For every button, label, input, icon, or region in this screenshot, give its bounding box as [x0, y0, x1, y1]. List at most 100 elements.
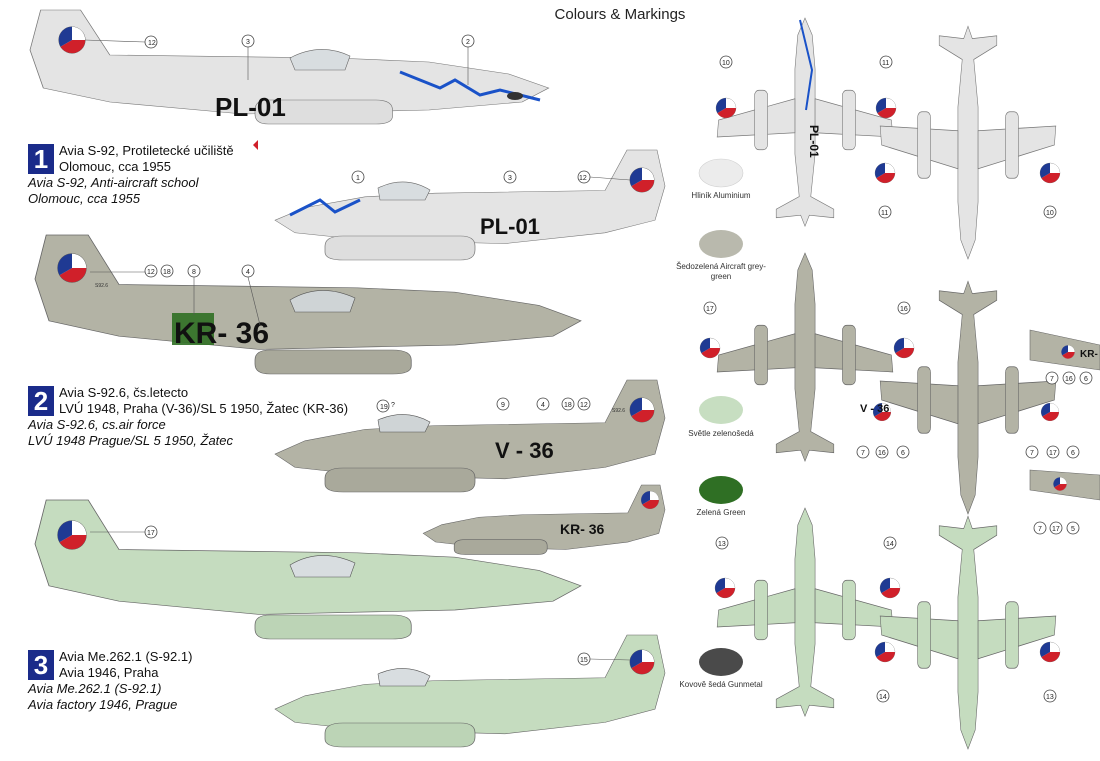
callout-number: 16: [878, 450, 886, 457]
scheme-line-italic: LVÚ 1948 Prague/SL 5 1950, Žatec: [28, 433, 234, 448]
scheme-number: 3: [28, 650, 54, 680]
serial-small-2: S92.6: [612, 408, 625, 414]
swatch-label-aluminium: Hliník Aluminium: [676, 191, 766, 201]
scheme-line: Avia 1946, Praha: [59, 665, 159, 680]
callout-number: 4: [541, 402, 545, 409]
swatch-green: [699, 476, 743, 504]
scheme-line-italic: Avia Me.262.1 (S-92.1): [28, 681, 162, 696]
swatch-label-line: Gunmetal: [727, 680, 763, 689]
scheme2-top-view: V - 36 17 16: [699, 252, 1060, 515]
callout-number: 17: [147, 530, 155, 537]
swatch-label-line: Aircraft grey-green: [710, 262, 766, 281]
callout-number: 16: [900, 306, 908, 313]
scheme3-top-view: 13 14 14 13: [714, 507, 1061, 750]
scheme1-side-large: PL-01: [29, 9, 550, 150]
callout-number: 6: [1084, 376, 1088, 383]
callout-number: 1: [356, 175, 360, 182]
serial-small: S92.6: [95, 283, 108, 289]
scheme-line-italic: Avia S-92, Anti-aircraft school: [28, 175, 199, 190]
scheme1-callouts-b: 1 3 12: [351, 170, 631, 184]
callout-number: 18: [564, 402, 572, 409]
scheme3-side-small: [274, 634, 666, 748]
callout-number: 12: [579, 175, 587, 182]
scheme-line-italic: Olomouc, cca 1955: [28, 191, 141, 206]
callout-number: 13: [1046, 694, 1054, 701]
callout-number: 17: [706, 306, 714, 313]
callout-number: 14: [879, 694, 887, 701]
swatch-label-line: Green: [723, 508, 746, 517]
callout-number: 2: [466, 39, 470, 46]
swatch-label-green: Zelená Green: [676, 508, 766, 518]
scheme2-callouts-b: 19 ? 9 4 18 12: [376, 397, 591, 413]
swatch-label-gunmetal: Kovově šedá Gunmetal: [676, 680, 766, 690]
callout-number: 10: [722, 60, 730, 67]
callout-number: 5: [1071, 526, 1075, 533]
callout-number: 16: [1065, 376, 1073, 383]
callout-number: 11: [882, 60, 889, 67]
callout-number: 19: [380, 404, 388, 411]
callout-number: 7: [861, 450, 865, 457]
registration-v36: V - 36: [495, 438, 554, 463]
callout-question: ?: [391, 402, 395, 409]
scheme-line: Olomouc, cca 1955: [59, 159, 172, 174]
callout-number: 10: [1046, 210, 1054, 217]
swatch-aluminium: [698, 158, 744, 188]
callout-number: 12: [580, 402, 588, 409]
scheme-line: Avia S-92.6, čs.letecto: [59, 385, 189, 400]
scheme-caption-1: 1 Avia S-92, Protiletecké učiliště Olomo…: [28, 143, 234, 207]
callout-number: 6: [901, 450, 905, 457]
callout-number: 14: [886, 541, 894, 548]
swatch-label-grey-green: Šedozelená Aircraft grey-green: [676, 262, 766, 282]
swatch-label-line: Hliník: [691, 191, 712, 200]
scheme-caption-2: 2 Avia S-92.6, čs.letecto LVÚ 1948, Prah…: [28, 385, 349, 449]
scheme-line: LVÚ 1948, Praha (V-36)/SL 5 1950, Žatec …: [59, 401, 349, 416]
scheme-number: 1: [28, 144, 54, 174]
registration-kr36-small: KR- 36: [560, 521, 605, 537]
callout-number: 13: [718, 541, 726, 548]
swatch-light-green: [699, 396, 743, 424]
callout-number: 15: [580, 657, 588, 664]
swatch-label-line: Zelená: [696, 508, 721, 517]
swatch-label-line: Šedozelená: [676, 262, 719, 271]
callout-number: 3: [508, 175, 512, 182]
callout-number: 4: [246, 269, 250, 276]
scheme2-callouts-a: 12 18 8 4: [90, 264, 261, 326]
registration-pl01-side-small: PL-01: [480, 214, 540, 239]
registration-pl01-top: PL-01: [807, 125, 821, 158]
callout-number: 7: [1050, 376, 1054, 383]
callout-number: 17: [1049, 450, 1057, 457]
callout-number: 7: [1038, 526, 1042, 533]
swatch-gunmetal: [699, 648, 743, 676]
scheme-line: Avia Me.262.1 (S-92.1): [59, 649, 193, 664]
page-title: Colours & Markings: [554, 6, 686, 23]
scheme-line: Avia S-92, Protiletecké učiliště: [59, 143, 234, 158]
callout-number: 9: [501, 402, 505, 409]
scheme2-side-small: V - 36 S92.6: [274, 379, 666, 493]
scheme3-callouts-b: 15: [577, 652, 631, 666]
callout-number: 6: [1071, 450, 1075, 457]
colour-swatches: [698, 158, 744, 676]
scheme1-top-view: PL-01 10 11 11 10: [715, 17, 1061, 260]
scheme-line-italic: Avia factory 1946, Prague: [28, 697, 178, 712]
callout-number: 7: [1030, 450, 1034, 457]
callout-number: 12: [147, 269, 155, 276]
swatch-label-line: Světle zelenošedá: [688, 429, 754, 438]
callout-number: 3: [246, 39, 250, 46]
scheme1-side-small: PL-01: [274, 149, 666, 261]
swatch-label-light-green: Světle zelenošedá: [676, 429, 766, 439]
registration-v36-wing: V - 36: [860, 403, 889, 415]
swatch-label-line: Kovově šedá: [679, 680, 726, 689]
registration-kr36: KR- 36: [174, 317, 269, 350]
scheme3-callouts-a: 17: [90, 525, 158, 539]
scheme-line-italic: Avia S-92.6, cs.air force: [28, 417, 166, 432]
scheme2-side-large: KR- 36 S92.6: [34, 234, 582, 375]
swatch-label-line: Aluminium: [713, 191, 751, 200]
registration-kr36-wing: KR- 36: [1080, 349, 1100, 360]
scheme2-wing-details: KR- 36 7 16 6 7 16 6 7 17 6 7 17: [856, 329, 1100, 535]
scheme3-side-large: [34, 499, 582, 640]
callout-number: 11: [881, 210, 888, 217]
swatch-grey-green: [699, 230, 743, 258]
callout-number: 8: [192, 269, 196, 276]
